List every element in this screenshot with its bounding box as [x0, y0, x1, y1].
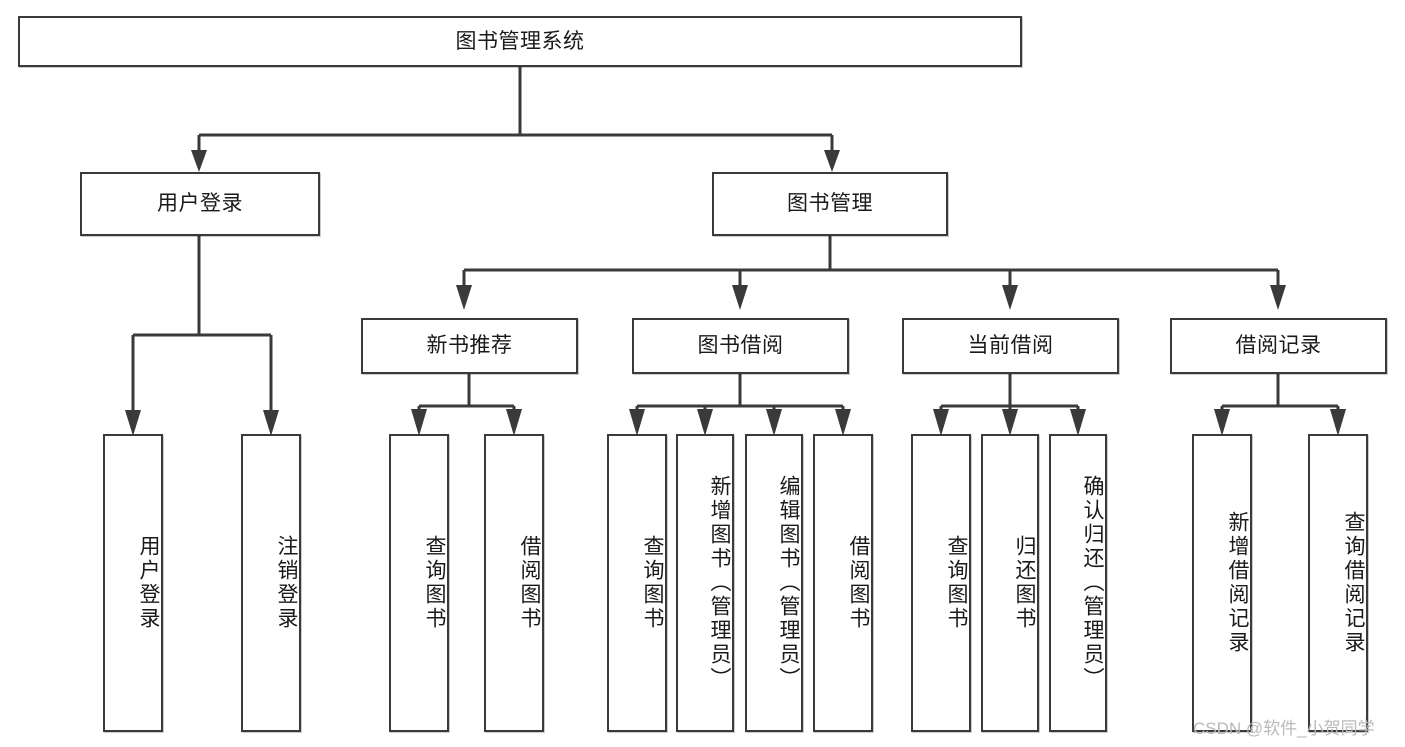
node-root[interactable]: 图书管理系统 — [18, 16, 1022, 67]
node-leaf-logout-label: 注销登录 — [275, 535, 298, 631]
node-leaf-confirm-return-label: 确认归还（管理员） — [1081, 475, 1104, 691]
node-leaf-query-book-1[interactable]: 查询图书 — [389, 434, 449, 732]
node-root-label: 图书管理系统 — [455, 29, 585, 53]
node-leaf-borrow-book-1-label: 借阅图书 — [518, 535, 541, 631]
node-new-book-rec-label: 新书推荐 — [426, 334, 513, 358]
node-leaf-borrow-book-2-label: 借阅图书 — [847, 535, 870, 631]
node-leaf-edit-book[interactable]: 编辑图书（管理员） — [745, 434, 803, 732]
node-leaf-edit-book-label: 编辑图书（管理员） — [777, 475, 800, 691]
node-book-borrow-label: 图书借阅 — [697, 334, 784, 358]
node-leaf-query-book-3-label: 查询图书 — [945, 535, 968, 631]
node-leaf-query-book-3[interactable]: 查询图书 — [911, 434, 971, 732]
node-leaf-confirm-return[interactable]: 确认归还（管理员） — [1049, 434, 1107, 732]
node-leaf-query-book-2[interactable]: 查询图书 — [607, 434, 667, 732]
node-leaf-query-book-2-label: 查询图书 — [641, 535, 664, 631]
node-leaf-user-login[interactable]: 用户登录 — [103, 434, 163, 732]
node-leaf-return-book[interactable]: 归还图书 — [981, 434, 1039, 732]
node-leaf-return-book-label: 归还图书 — [1013, 535, 1036, 631]
node-book-borrow[interactable]: 图书借阅 — [632, 318, 849, 374]
node-leaf-query-book-1-label: 查询图书 — [423, 535, 446, 631]
node-leaf-user-login-label: 用户登录 — [137, 535, 160, 631]
node-leaf-query-record[interactable]: 查询借阅记录 — [1308, 434, 1368, 732]
node-leaf-add-book[interactable]: 新增图书（管理员） — [676, 434, 734, 732]
node-book-manage[interactable]: 图书管理 — [712, 172, 948, 236]
node-current-borrow[interactable]: 当前借阅 — [902, 318, 1119, 374]
node-leaf-add-record[interactable]: 新增借阅记录 — [1192, 434, 1252, 732]
node-book-manage-label: 图书管理 — [787, 192, 873, 216]
node-leaf-logout[interactable]: 注销登录 — [241, 434, 301, 732]
node-leaf-add-book-label: 新增图书（管理员） — [708, 475, 731, 691]
node-leaf-borrow-book-1[interactable]: 借阅图书 — [484, 434, 544, 732]
node-leaf-borrow-book-2[interactable]: 借阅图书 — [813, 434, 873, 732]
node-current-borrow-label: 当前借阅 — [967, 334, 1054, 358]
node-borrow-record[interactable]: 借阅记录 — [1170, 318, 1387, 374]
node-leaf-add-record-label: 新增借阅记录 — [1226, 511, 1249, 655]
node-user-login[interactable]: 用户登录 — [80, 172, 320, 236]
node-user-login-label: 用户登录 — [157, 192, 243, 216]
node-leaf-query-record-label: 查询借阅记录 — [1342, 511, 1365, 655]
node-borrow-record-label: 借阅记录 — [1235, 334, 1322, 358]
csdn-watermark: CSDN @软件_小贺同学 — [1193, 719, 1375, 738]
node-new-book-rec[interactable]: 新书推荐 — [361, 318, 578, 374]
